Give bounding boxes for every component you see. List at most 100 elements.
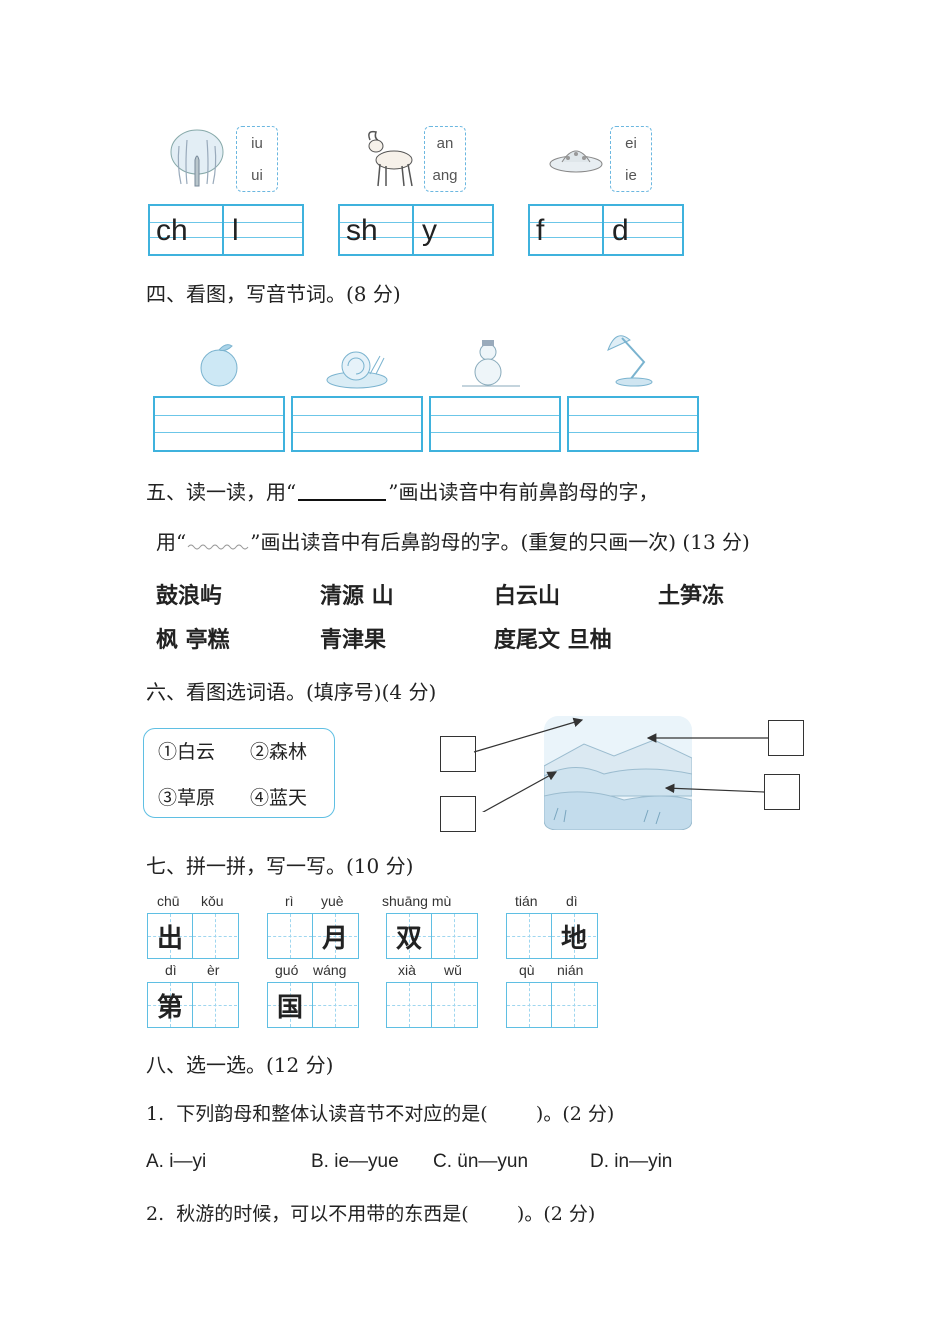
grid-char: [552, 983, 596, 1027]
choice-option[interactable]: B. ie—yue: [311, 1151, 399, 1172]
apple-icon: [194, 340, 244, 390]
answer-box[interactable]: [768, 720, 804, 756]
pinyin-label: chū: [157, 893, 180, 909]
grid-cell-text: f: [536, 214, 545, 247]
writing-grid[interactable]: [291, 396, 423, 452]
section-5-text: ”画出读音中有前鼻韵母的字，: [388, 480, 659, 504]
pinyin-label: yuè: [321, 893, 344, 909]
word-item[interactable]: 鼓浪屿: [156, 583, 223, 609]
question-2: 2. 秋游的时候，可以不用带的东西是( )。(2 分): [146, 1203, 596, 1225]
grid-char: 出: [156, 923, 183, 954]
grid-char: [432, 914, 476, 958]
word-item[interactable]: 枫 亭糕: [156, 627, 230, 653]
pinyin-option: ei: [625, 134, 637, 152]
wavy-underline-sample: [186, 532, 250, 550]
grid-cell-text: d: [612, 214, 629, 247]
tianzi-grid[interactable]: 月: [267, 913, 359, 959]
word-item[interactable]: 土笋冻: [658, 583, 725, 609]
tianzi-grid[interactable]: [506, 982, 598, 1028]
pinyin-label: guó: [275, 962, 299, 978]
writing-grid[interactable]: [429, 396, 561, 452]
word-option: ①白云: [158, 741, 216, 763]
grid-char: [507, 983, 551, 1027]
goat-icon: [360, 126, 420, 190]
answer-box[interactable]: [440, 736, 476, 772]
word-option: ②森林: [250, 741, 308, 763]
pinyin-label: kǒu: [201, 893, 224, 909]
answer-box[interactable]: [764, 774, 800, 810]
choice-option[interactable]: C. ün—yun: [433, 1151, 529, 1172]
tianzi-grid[interactable]: 地: [506, 913, 598, 959]
pinyin-option: ui: [251, 166, 263, 184]
pinyin-option: ang: [432, 166, 458, 184]
pinyin-option-box: iu ui: [236, 126, 278, 192]
tianzi-grid[interactable]: 国: [267, 982, 359, 1028]
choice-option[interactable]: A. i—yi: [146, 1151, 207, 1172]
ufo-icon: [548, 138, 604, 182]
pinyin-option-box: ei ie: [610, 126, 652, 192]
tianzi-grid[interactable]: [386, 982, 478, 1028]
grid-char: 国: [276, 992, 303, 1023]
grid-cell-text: sh: [346, 214, 378, 247]
answer-box[interactable]: [440, 796, 476, 832]
question-1: 1. 下列韵母和整体认读音节不对应的是( )。(2 分): [146, 1103, 615, 1125]
snail-icon: [324, 344, 390, 390]
section-7-title: 七、拼一拼，写一写。(10 分): [146, 854, 414, 878]
pinyin-option: ie: [625, 166, 637, 184]
pinyin-label: dì: [566, 893, 578, 909]
section-5-text: 五、读一读，用“: [146, 480, 297, 504]
straight-underline-sample: [298, 499, 387, 501]
grid-char: 第: [156, 992, 183, 1023]
section-5-line-1: 五、读一读，用“ ”画出读音中有前鼻韵母的字，: [146, 476, 658, 505]
grid-char: [313, 983, 357, 1027]
word-item[interactable]: 度尾文 旦柚: [494, 627, 612, 653]
pinyin-label: dì: [165, 962, 177, 978]
word-item[interactable]: 清源 山: [320, 583, 394, 609]
pinyin-label: èr: [207, 962, 220, 978]
writing-grid[interactable]: f d: [528, 204, 684, 256]
section-8-title: 八、选一选。(12 分): [146, 1053, 334, 1077]
grid-char: [507, 914, 551, 958]
pinyin-label: xià: [398, 962, 416, 978]
landscape-picture: [543, 716, 693, 831]
grid-char: [193, 914, 237, 958]
tianzi-grid[interactable]: 第: [147, 982, 239, 1028]
word-option: ③草原: [158, 787, 216, 809]
grid-cell-text: y: [422, 214, 437, 247]
writing-grid[interactable]: ch l: [148, 204, 304, 256]
grid-char: [268, 914, 312, 958]
pinyin-option-box: an ang: [424, 126, 466, 192]
section-5-line-2: 用“”画出读音中有后鼻韵母的字。(重复的只画一次) (13 分): [156, 526, 750, 555]
grid-char: 月: [321, 923, 348, 954]
pinyin-label: wǔ: [444, 962, 462, 978]
word-option: ④蓝天: [250, 787, 308, 809]
section-6-title: 六、看图选词语。(填序号)(4 分): [146, 680, 437, 704]
writing-grid[interactable]: sh y: [338, 204, 494, 256]
section-5-text: 用“: [156, 530, 187, 554]
willow-tree-icon: [165, 126, 229, 190]
choice-option[interactable]: D. in—yin: [590, 1151, 673, 1172]
word-item[interactable]: 青津果: [320, 627, 387, 653]
word-options-box: ①白云 ②森林 ③草原 ④蓝天: [143, 728, 335, 818]
pinyin-option: iu: [251, 134, 263, 152]
tianzi-grid[interactable]: 双: [386, 913, 478, 959]
writing-grid[interactable]: [567, 396, 699, 452]
word-item[interactable]: 白云山: [494, 583, 561, 609]
snowman-icon: [462, 338, 520, 390]
pinyin-label: wáng: [313, 962, 347, 978]
tianzi-grid[interactable]: 出: [147, 913, 239, 959]
pinyin-label: rì: [285, 893, 294, 909]
grid-char: 地: [560, 923, 587, 954]
desk-lamp-icon: [600, 326, 664, 388]
grid-char: [193, 983, 237, 1027]
grid-cell-text: l: [232, 214, 239, 247]
grid-char: [432, 983, 476, 1027]
arrow-lines: [473, 717, 768, 812]
grid-char: 双: [395, 923, 422, 954]
pinyin-label: nián: [557, 962, 584, 978]
pinyin-label: qù: [519, 962, 535, 978]
grid-char: [387, 983, 431, 1027]
pinyin-label: tián: [515, 893, 538, 909]
writing-grid[interactable]: [153, 396, 285, 452]
grid-cell-text: ch: [156, 214, 188, 247]
